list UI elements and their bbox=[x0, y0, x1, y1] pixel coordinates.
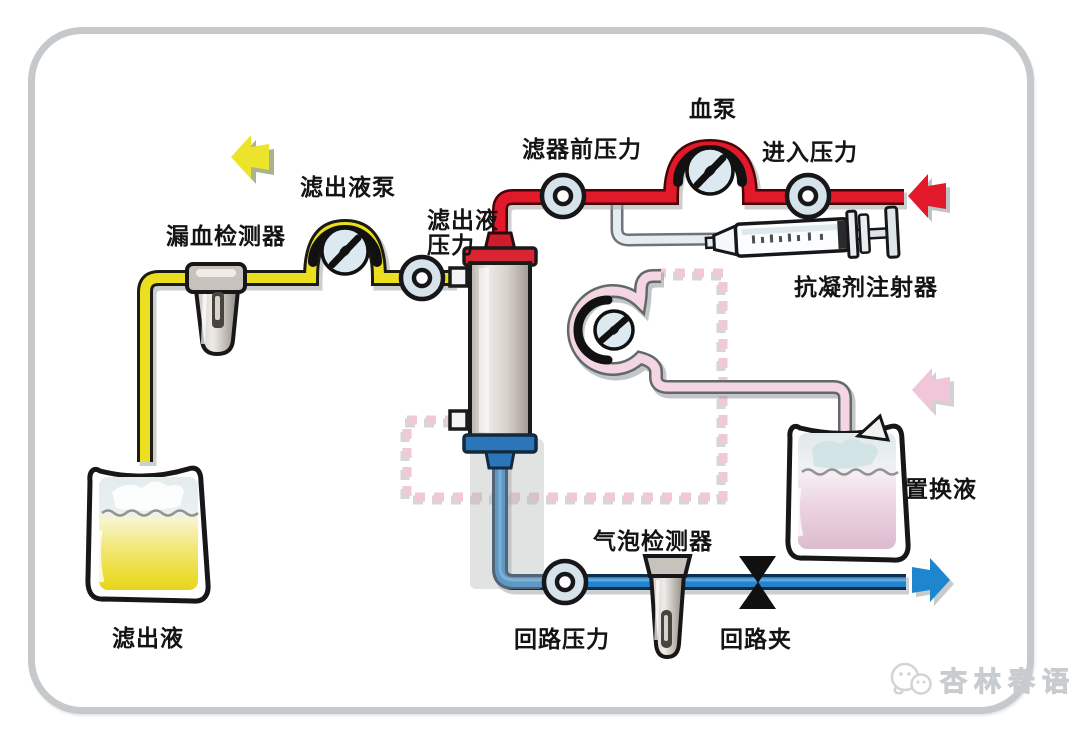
watermark-text: 杏林春语 bbox=[940, 667, 1076, 699]
blood-inlet-arrow-icon bbox=[908, 174, 950, 222]
return-clamp-label: 回路夹 bbox=[720, 627, 792, 653]
replacement-bag bbox=[785, 413, 911, 563]
blood-pump-label: 血泵 bbox=[689, 97, 737, 123]
filter-side-port bbox=[448, 409, 469, 431]
replacement-pump bbox=[573, 295, 635, 365]
inlet-pressure-label: 进入压力 bbox=[762, 140, 858, 166]
hemofilter bbox=[448, 231, 544, 589]
blood-leak-detector-label: 漏血检测器 bbox=[166, 224, 286, 250]
inlet-pressure-sensor bbox=[784, 172, 832, 220]
blood-pump bbox=[673, 145, 747, 196]
replacement-fluid-label: 置换液 bbox=[905, 477, 977, 503]
filtrate-pressure-label-line1: 滤出液 bbox=[427, 208, 499, 234]
filtrate-out-arrow-icon bbox=[231, 135, 274, 184]
prefilter-pressure-label: 滤器前压力 bbox=[522, 137, 642, 163]
filtrate-bag bbox=[85, 465, 211, 604]
filtrate-pressure-label: 滤出液 压力 bbox=[427, 209, 499, 259]
bubble-detector bbox=[642, 554, 693, 660]
prefilter-pressure-sensor bbox=[539, 172, 587, 220]
return-clamp bbox=[739, 556, 776, 609]
replacement-in-arrow-icon bbox=[912, 368, 954, 416]
bubble-detector-label: 气泡检测器 bbox=[593, 529, 713, 555]
return-pressure-label: 回路压力 bbox=[514, 627, 610, 653]
filtrate-pressure-sensor bbox=[398, 254, 446, 302]
anticoagulant-syringe bbox=[704, 205, 901, 259]
blood-leak-detector bbox=[185, 262, 247, 357]
replacement-dashed-route bbox=[400, 268, 728, 505]
anticoagulant-syringe-label: 抗凝剂注射器 bbox=[794, 275, 938, 301]
filtrate-pump-label: 滤出液泵 bbox=[300, 175, 396, 201]
return-pressure-sensor bbox=[541, 558, 589, 606]
anticoagulant-line bbox=[610, 200, 723, 247]
replacement-line bbox=[566, 269, 856, 441]
filtrate-pressure-label-line2: 压力 bbox=[427, 233, 475, 259]
filtrate-bag-label: 滤出液 bbox=[112, 626, 184, 652]
return-line bbox=[492, 448, 909, 595]
wechat-logo-icon bbox=[890, 662, 932, 695]
blood-return-arrow-icon bbox=[912, 558, 954, 606]
filtrate-pump bbox=[308, 225, 382, 276]
filter-filtrate-port bbox=[448, 266, 469, 288]
watermark: 杏林春语 bbox=[888, 660, 1076, 699]
